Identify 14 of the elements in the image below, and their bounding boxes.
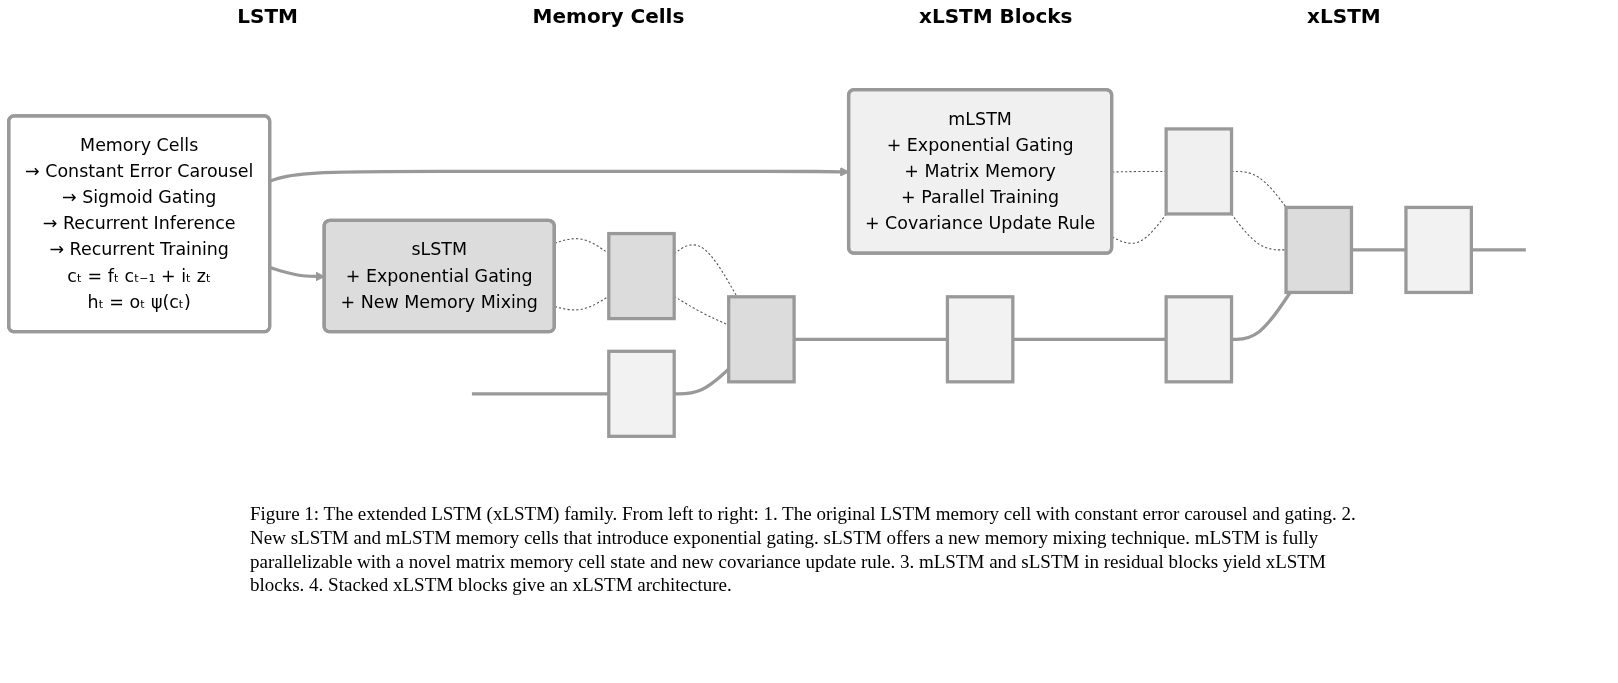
node-box	[607, 349, 676, 438]
column-heading: Memory Cells	[532, 4, 685, 28]
node-box	[1164, 295, 1234, 384]
node-box	[1164, 127, 1234, 216]
flowchart-diagram: Memory Cells → Constant Error Carousel → Sigmoid Gating → Recurrent Inference → Recurrent Training cₜ = fₜ cₜ₋₁ + iₜ zₜ hₜ = oₜ ψ(cₜ) sLSTM + Exponential Gating + New Memory Mixing mLSTM + Exponential Gating + Matrix Memory + Parallel Training + Covariance Update Rule	[0, 28, 1600, 498]
column-heading: LSTM	[237, 4, 298, 28]
column-heading: xLSTM	[1307, 4, 1381, 28]
node-box	[1284, 205, 1354, 295]
node-box	[727, 295, 796, 384]
column-heading: xLSTM Blocks	[919, 4, 1073, 28]
node-box	[945, 295, 1015, 384]
node-box	[1404, 205, 1473, 295]
node-box	[607, 231, 676, 321]
figure-caption: Figure 1: The extended LSTM (xLSTM) family. From left to right: 1. The original LSTM memory cell with constant error carousel and gating. 2. New sLSTM and mLSTM memory cells that introduce exponential gating. sLSTM offers a new memory mixing technique. mLSTM is fully parallelizable with a novel matrix memory cell state and new covariance update rule. 3. mLSTM and sLSTM in residual blocks yield xLSTM blocks. 4. Stacked xLSTM blocks give an xLSTM architecture.	[250, 502, 1357, 597]
